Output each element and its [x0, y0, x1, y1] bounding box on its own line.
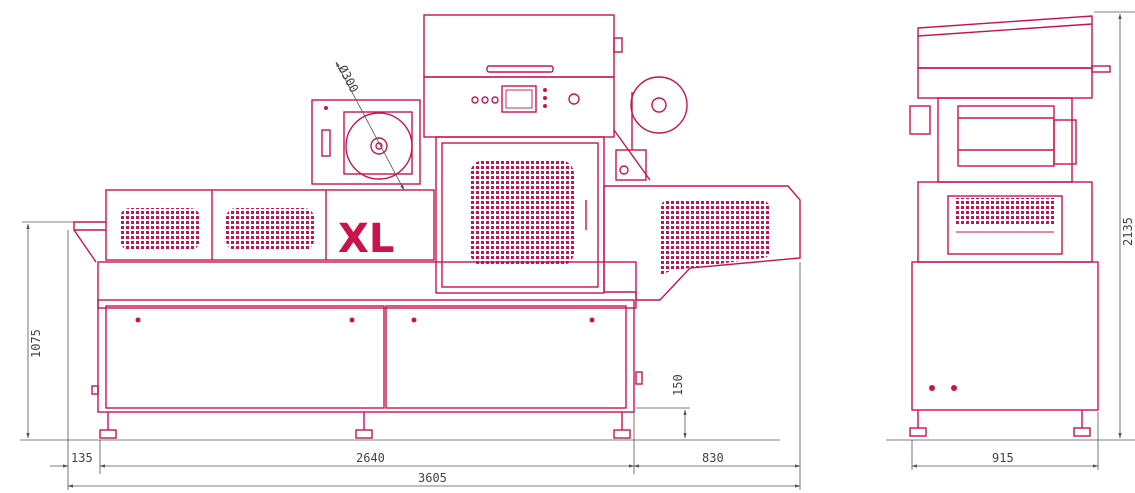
- front-dimensions: 1075 150 135 2640 830 3605: [20, 221, 801, 490]
- side-dimensions: 2135 915: [886, 11, 1135, 470]
- xl-logo: XL: [338, 216, 394, 262]
- side-tray-area: [947, 195, 1063, 255]
- lid-handle: [486, 65, 554, 73]
- infeed-guard-2: [226, 208, 314, 250]
- top-lid: [423, 14, 615, 78]
- height-main-label: 1075: [29, 329, 43, 358]
- cabinet-door-right: [385, 305, 627, 409]
- film-drive: [615, 149, 647, 181]
- base-cabinet: [97, 299, 635, 413]
- machine-feet: [99, 412, 631, 439]
- outfeed-section: [603, 185, 801, 301]
- front-view: Ø300 XL: [73, 14, 801, 439]
- side-base: [911, 261, 1099, 411]
- side-motor: [909, 105, 931, 135]
- film-roll: [345, 112, 413, 180]
- side-upper: [917, 67, 1093, 99]
- sealing-window: [470, 160, 574, 266]
- touch-screen: [501, 85, 537, 113]
- base-width-label: 2640: [356, 451, 385, 465]
- upper-base: [97, 261, 637, 309]
- right-extension-label: 830: [702, 451, 724, 465]
- emergency-stop-icon: [568, 93, 580, 105]
- rewind-roll: [630, 76, 688, 134]
- left-offset-label: 135: [71, 451, 93, 465]
- total-height-label: 2135: [1121, 217, 1135, 246]
- roll-diameter-line: [335, 61, 405, 191]
- cabinet-door-left: [105, 305, 385, 409]
- infeed-guard-1: [120, 208, 200, 250]
- outfeed-guard: [660, 200, 770, 276]
- infeed-conveyor: [105, 189, 435, 261]
- infeed-table: [73, 221, 106, 231]
- overall-width-label: 3605: [418, 471, 447, 485]
- foot-clearance-label: 150: [671, 374, 685, 396]
- side-depth-label: 915: [992, 451, 1014, 465]
- lid-latch: [613, 37, 623, 53]
- roll-diameter-label: Ø300: [335, 63, 361, 95]
- side-lid: [917, 15, 1093, 69]
- side-view: [909, 15, 1111, 437]
- control-knob: [471, 96, 479, 104]
